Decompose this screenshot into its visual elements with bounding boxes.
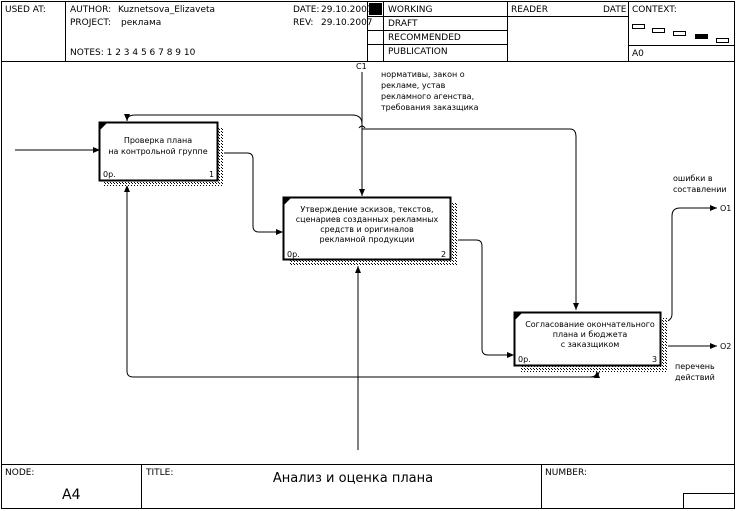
reader-label: READER xyxy=(511,5,548,15)
activity-box-3[interactable]: Согласование окончательного плана и бюдж… xyxy=(513,311,669,373)
flow-arrow-box2-box3 xyxy=(450,239,514,358)
used-at-label: USED AT: xyxy=(5,5,46,15)
diagram-title: Анализ и оценка плана xyxy=(273,471,433,486)
status-publication: PUBLICATION xyxy=(388,47,448,57)
control-arrow-box1 xyxy=(124,113,363,125)
activity-box-2-line-3: средств и оригиналов xyxy=(320,225,414,234)
output-o1-code: O1 xyxy=(720,204,731,213)
reader-date-label: DATE xyxy=(603,5,627,15)
activity-box-3-line-3: с заказщиком xyxy=(561,340,620,349)
project-label: PROJECT: xyxy=(70,18,111,28)
arrow-labels: C1 нормативы, закон о рекламе, устав рек… xyxy=(356,62,731,382)
date-label: DATE: xyxy=(293,5,319,15)
activity-box-1-cost: 0р. xyxy=(103,170,116,179)
working-status-marker xyxy=(369,3,382,15)
activity-box-1-number: 1 xyxy=(209,170,214,179)
notes: NOTES: 1 2 3 4 5 6 7 8 9 10 xyxy=(70,48,196,58)
activity-box-3-line-1: Согласование окончательного xyxy=(525,320,655,329)
status-recommended: RECOMMENDED xyxy=(388,33,461,43)
context-node: A0 xyxy=(632,49,644,59)
output-o2-label-line-1: перечень xyxy=(675,362,715,371)
activity-box-2-cost: 0р. xyxy=(287,250,300,259)
author-label: AUTHOR: xyxy=(70,5,111,15)
node-label: NODE: xyxy=(5,468,34,478)
output-arrow-o1 xyxy=(660,205,717,323)
date-value: 29.10.2007 xyxy=(321,5,373,15)
author-name: Kuznetsova_Elizaveta xyxy=(118,5,215,15)
control-label-line-3: рекламного агенства, xyxy=(381,92,474,101)
activity-box-2-line-1: Утверждение эскизов, текстов, xyxy=(300,205,433,214)
activity-box-3-cost: 0р. xyxy=(518,355,531,364)
context-map xyxy=(632,24,729,43)
output-o2-label-line-2: действий xyxy=(675,373,715,382)
flow-arrow-box1-box2 xyxy=(218,152,283,235)
project-name: реклама xyxy=(121,18,161,28)
activity-box-2-number: 2 xyxy=(441,250,446,259)
context-label: CONTEXT: xyxy=(632,5,677,15)
header: USED AT: AUTHOR: Kuznetsova_Elizaveta PR… xyxy=(1,2,735,62)
status-draft: DRAFT xyxy=(388,19,418,29)
activity-box-2-line-4: рекламной продукции xyxy=(320,235,415,244)
control-label-line-1: нормативы, закон о xyxy=(381,70,465,79)
activity-box-3-line-2: плана и бюджета xyxy=(553,330,628,339)
node-value: A4 xyxy=(62,487,81,503)
activity-box-2-line-2: сценариев созданных рекламных xyxy=(296,215,439,224)
footer: NODE: A4 TITLE: Анализ и оценка плана NU… xyxy=(1,464,735,509)
title-label: TITLE: xyxy=(145,468,173,478)
control-arrow-box3 xyxy=(362,128,579,310)
feedback-arrow-box3 xyxy=(360,370,600,379)
activity-box-2[interactable]: Утверждение эскизов, текстов, сценариев … xyxy=(282,196,459,267)
output-o1-label-line-1: ошибки в xyxy=(673,174,713,183)
activity-box-1[interactable]: Проверка плана на контрольной группе 0р.… xyxy=(98,121,225,187)
output-o1-label-line-2: составлении xyxy=(673,185,727,194)
rev-value: 29.10.2007 xyxy=(321,18,373,28)
output-o2-code: O2 xyxy=(720,342,731,351)
number-label: NUMBER: xyxy=(545,468,587,478)
activity-box-1-line-1: Проверка плана xyxy=(124,136,192,145)
control-code-c1: C1 xyxy=(356,62,367,71)
control-label-line-4: требования заказщика xyxy=(381,103,479,112)
activity-box-3-number: 3 xyxy=(652,355,657,364)
status-working: WORKING xyxy=(388,5,433,15)
control-label-line-2: рекламе, устав xyxy=(381,81,446,90)
rev-label: REV: xyxy=(293,18,313,28)
activity-box-1-line-2: на контрольной группе xyxy=(108,147,207,156)
